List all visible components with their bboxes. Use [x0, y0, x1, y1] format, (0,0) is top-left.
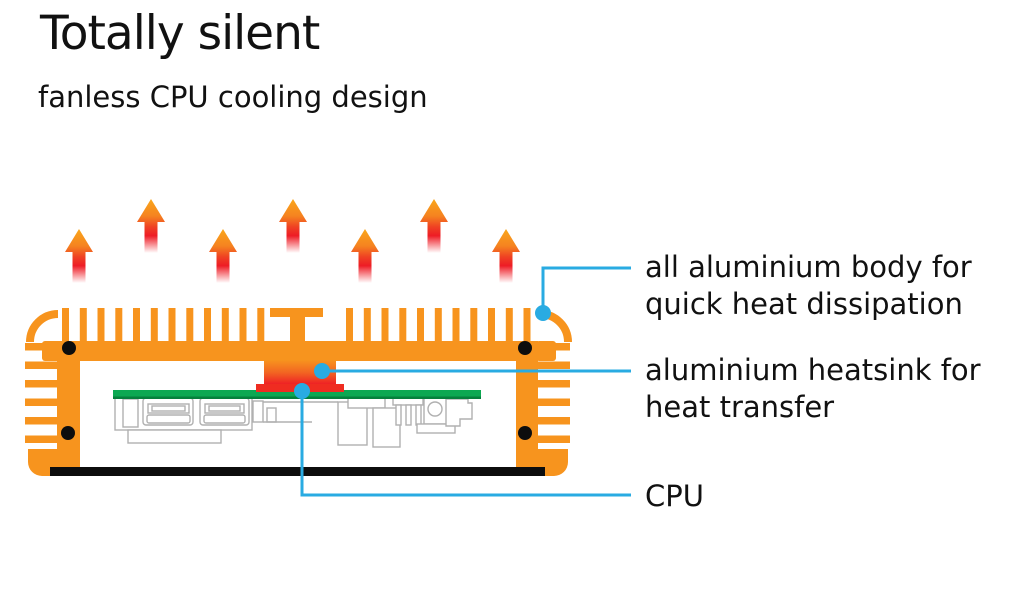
callout-line-cpu: [300, 391, 631, 497]
heatsink-fin: [363, 308, 371, 342]
heatsink-fin: [150, 308, 158, 342]
left-wall: [57, 341, 80, 470]
top-fins: [62, 308, 531, 342]
top-band: [60, 341, 537, 361]
label-aluminium-body: all aluminium body for quick heat dissip…: [645, 249, 972, 323]
heatsink-fin: [97, 308, 105, 342]
heat-arrow-icon: [137, 199, 165, 253]
heatsink-fin: [523, 308, 531, 342]
heatsink-fin: [168, 308, 176, 342]
callout-dot-body: [535, 305, 551, 321]
page-title: Totally silent: [40, 6, 320, 61]
heatsink-fin: [62, 308, 69, 342]
heatsink-fin: [434, 308, 442, 342]
heat-arrow-icon: [492, 229, 520, 283]
side-fins-right: [538, 343, 570, 443]
aluminium-body: [25, 308, 572, 476]
label-aluminium-body-line1: all aluminium body for: [645, 250, 972, 284]
heatsink-fin: [25, 398, 57, 406]
heatsink-fin: [133, 308, 140, 342]
heat-arrows: [65, 199, 520, 283]
heatsink-fin: [25, 435, 57, 443]
label-cpu: CPU: [645, 479, 704, 513]
page-subtitle: fanless CPU cooling design: [38, 80, 428, 114]
heatsink-fin: [538, 361, 570, 369]
heatsink-fin: [25, 380, 57, 388]
screw: [518, 341, 532, 355]
heatsink-fin: [25, 417, 57, 425]
heatsink-fin: [505, 308, 513, 342]
heatsink-fin: [538, 398, 570, 406]
heatsink-fin: [257, 308, 265, 342]
heatsink-fin: [417, 308, 424, 342]
t-fin: [270, 308, 323, 344]
screw: [61, 426, 75, 440]
heatsink-fin: [381, 308, 389, 342]
heatsink-fin: [488, 308, 495, 342]
heatsink-fin: [115, 308, 123, 342]
callout-dot-heatsink: [314, 363, 330, 379]
heat-arrow-icon: [65, 229, 93, 283]
heatsink-fin: [538, 435, 570, 443]
side-fins-left: [25, 343, 57, 443]
heatsink-fin: [538, 343, 570, 351]
heatsink-fin: [239, 308, 247, 342]
heatsink-fin: [538, 417, 570, 425]
heat-arrow-icon: [279, 199, 307, 253]
label-aluminium-body-line2: quick heat dissipation: [645, 287, 963, 321]
heatsink-fin: [346, 308, 353, 342]
label-aluminium-heatsink: aluminium heatsink for heat transfer: [645, 352, 981, 426]
screw: [518, 426, 532, 440]
left-curl-fin: [26, 310, 59, 343]
heatsink-fin: [25, 361, 57, 369]
callout-dot-cpu: [294, 383, 310, 399]
heatsink-fin: [204, 308, 211, 342]
heatsink-fin: [79, 308, 87, 342]
heatsink-fin: [399, 308, 407, 342]
heat-arrow-icon: [209, 229, 237, 283]
heatsink-fin: [452, 308, 460, 342]
heatsink-fin: [186, 308, 194, 342]
heat-arrow-icon: [351, 229, 379, 283]
screws: [61, 341, 532, 440]
heat-arrow-icon: [420, 199, 448, 253]
bottom-plate: [50, 467, 545, 476]
heatsink-fin: [25, 343, 57, 351]
heatsink-fin: [221, 308, 229, 342]
callout-line-body: [541, 266, 631, 313]
label-aluminium-heatsink-line1: aluminium heatsink for: [645, 353, 981, 387]
motherboard-components: [114, 397, 473, 448]
heatsink-fin: [538, 380, 570, 388]
callout-leaders: [294, 266, 631, 497]
screw: [62, 341, 76, 355]
label-aluminium-heatsink-line2: heat transfer: [645, 390, 835, 424]
heatsink-fin: [470, 308, 478, 342]
